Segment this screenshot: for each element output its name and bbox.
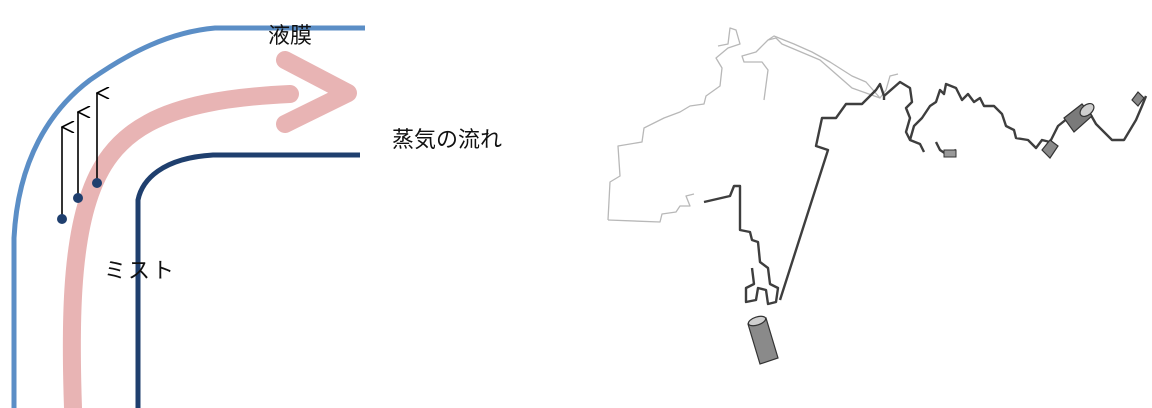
piping-network-model [580,0,1152,408]
vessel-cylinder-right [1063,102,1095,133]
valve-small [943,149,957,158]
liquid-film-outer-wall [11,25,365,408]
mist-label: ミスト [104,259,177,284]
mist-droplet-1 [57,127,67,224]
liquid-film-label: 液膜 [268,24,313,49]
vessel-cylinder-mid [1041,139,1059,159]
inner-pipe-wall [135,152,360,408]
piping-network-icon [607,27,1148,365]
mist-droplet-3 [92,93,102,188]
steam-flow-arrow [62,51,357,408]
vessel-cylinder-bottom [747,315,779,365]
mist-droplets [57,93,102,224]
mist-droplet-2 [73,112,83,203]
steam-flow-label: 蒸気の流れ [392,128,503,153]
flow-schematic-drawing [11,25,365,408]
flow-schematic: 液膜 蒸気の流れ ミスト [11,24,503,408]
light-pipe-network [607,27,899,223]
dark-pipe-network [703,80,1148,306]
vessel-small-tr [1131,91,1145,107]
